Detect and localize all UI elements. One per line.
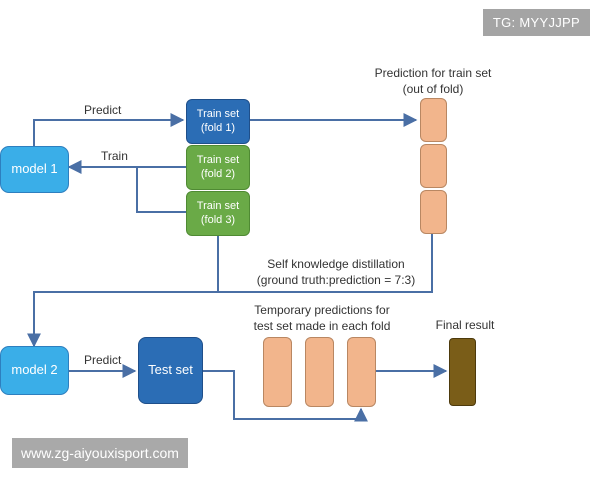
prediction-bar-fold-1 bbox=[420, 98, 447, 142]
distillation-arrow bbox=[27, 234, 433, 348]
model-1-node: model 1 bbox=[0, 146, 69, 193]
test-to-temp-arrow bbox=[203, 370, 368, 422]
train-label: Train bbox=[101, 149, 128, 163]
temp-prediction-bar-1 bbox=[263, 337, 292, 407]
final-result-bar bbox=[449, 338, 476, 406]
test-set-node: Test set bbox=[138, 337, 203, 404]
prediction-bar-fold-3 bbox=[420, 190, 447, 234]
prediction-train-label: Prediction for train set (out of fold) bbox=[374, 66, 492, 96]
final-result-label: Final result bbox=[435, 318, 495, 332]
model-2-node: model 2 bbox=[0, 346, 69, 395]
temp-prediction-bar-2 bbox=[305, 337, 334, 407]
fold3-train-connector bbox=[136, 167, 186, 213]
train-set-fold-1: Train set(fold 1) bbox=[186, 99, 250, 144]
self-kd-label: Self knowledge distillation (ground trut… bbox=[256, 257, 416, 287]
watermark-bottom-left: www.zg-aiyouxisport.com bbox=[12, 438, 188, 468]
temp-predictions-label: Temporary predictions for test set made … bbox=[253, 303, 391, 333]
temp-prediction-bar-3 bbox=[347, 337, 376, 407]
predict-arrow-top bbox=[33, 113, 185, 146]
train-set-fold-3: Train set(fold 3) bbox=[186, 191, 250, 236]
predict-label-bottom: Predict bbox=[84, 353, 122, 367]
watermark-top-right: TG: MYYJJPP bbox=[482, 9, 590, 36]
train-set-fold-2: Train set(fold 2) bbox=[186, 145, 250, 190]
prediction-bar-fold-2 bbox=[420, 144, 447, 188]
predict-label-top: Predict bbox=[84, 103, 122, 117]
